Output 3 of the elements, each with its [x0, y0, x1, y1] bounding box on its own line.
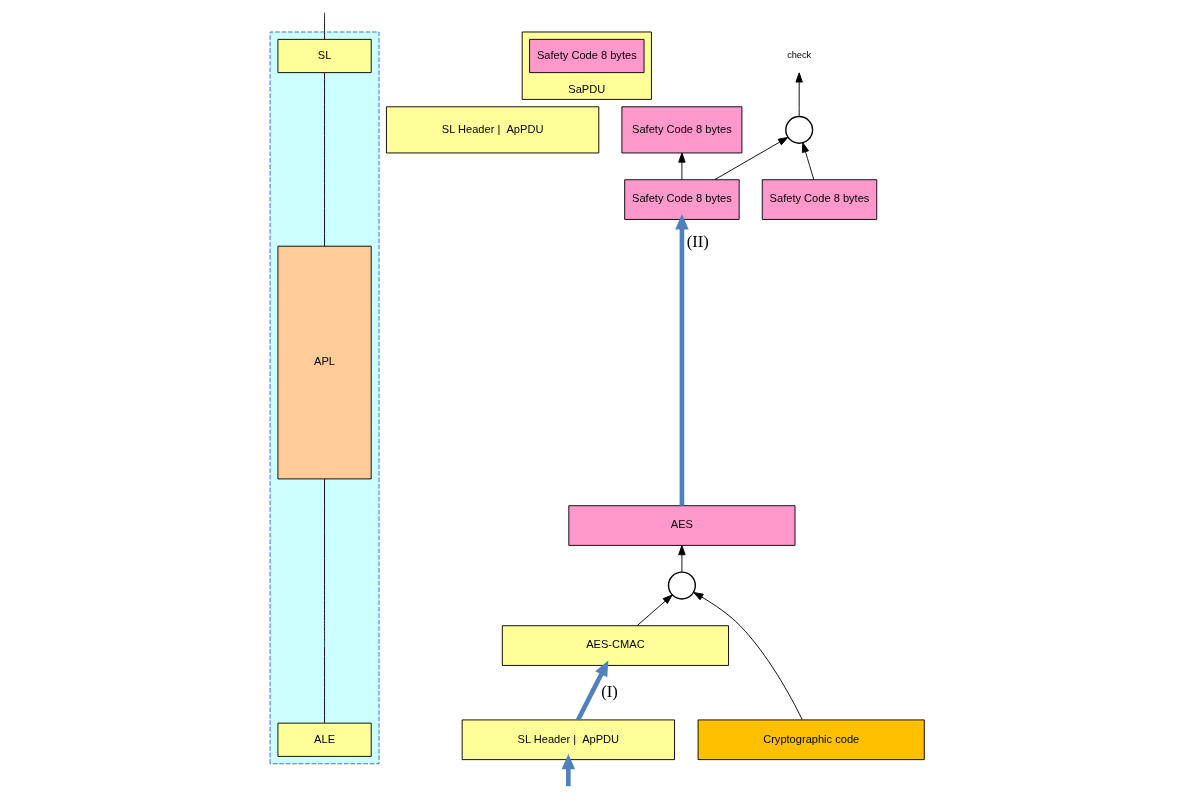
edge-label: (II) — [686, 231, 709, 251]
edge-label: (I) — [601, 682, 618, 702]
node-text: check — [787, 50, 812, 61]
